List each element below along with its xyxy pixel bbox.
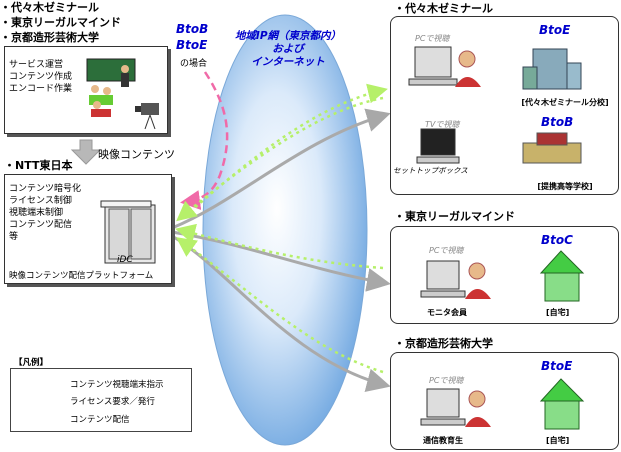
yoyogi-school-label: [提携高等学校] bbox=[537, 182, 593, 191]
lec-title: ・東京リーガルマインド bbox=[394, 210, 515, 223]
kyoto-btoe-label: BtoE bbox=[541, 359, 573, 373]
yoyogi-branch-label: [代々木ゼミナール分校] bbox=[521, 98, 609, 107]
legend-title: 【凡例】 bbox=[14, 358, 49, 368]
kyoto-title: ・京都造形芸術大学 bbox=[394, 337, 493, 350]
content-down-arrow bbox=[70, 139, 102, 165]
lec-illustrations bbox=[420, 250, 585, 302]
yoyogi-tv-label: TVで視聴 bbox=[425, 120, 460, 129]
yoyogi-illustrations bbox=[408, 46, 582, 164]
pink-instruction-arrow bbox=[180, 71, 229, 210]
platform-label: 映像コンテンツ配信プラットフォーム bbox=[9, 271, 154, 281]
legend-item-instruction: コンテンツ視聴端末指示 bbox=[70, 380, 164, 390]
network-line: 地域IP網（東京都内） bbox=[234, 30, 342, 42]
legend-item-license: ライセンス要求／発行 bbox=[70, 397, 155, 407]
provider-list: ・代々木ゼミナール ・東京リーガルマインド ・京都造形芸術大学 bbox=[0, 0, 621, 45]
provider-box: サービス運営 コンテンツ作成 エンコード作業 bbox=[4, 46, 168, 134]
provider-item: ・京都造形芸術大学 bbox=[0, 31, 99, 44]
provider-item: ・代々木ゼミナール bbox=[0, 1, 99, 14]
yoyogi-btob-label: BtoB bbox=[541, 115, 574, 129]
btob-case-note: の場合 bbox=[180, 59, 208, 69]
network-line: および bbox=[272, 43, 304, 55]
legend-box bbox=[10, 368, 192, 432]
lec-home-label: [自宅] bbox=[546, 308, 570, 317]
kyoto-box: PCで視聴 BtoE 通信教育生 [自宅] bbox=[390, 352, 619, 450]
network-line: インターネット bbox=[251, 56, 325, 68]
lec-box: PCで視聴 BtoC モニタ会員 [自宅] bbox=[390, 226, 619, 324]
classroom-illustration bbox=[86, 58, 159, 130]
server-illustration bbox=[100, 200, 156, 264]
yoyogi-pc-label: PCで視聴 bbox=[415, 34, 450, 43]
provider-box-text: サービス運営 コンテンツ作成 エンコード作業 bbox=[9, 60, 73, 94]
ntt-title: ・NTT東日本 bbox=[4, 159, 73, 172]
green-license-kyoto bbox=[175, 237, 384, 374]
lec-pc-label: PCで視聴 bbox=[429, 246, 464, 255]
kyoto-student-label: 通信教育生 bbox=[423, 436, 463, 445]
btoe-label: BtoE bbox=[176, 38, 208, 52]
ntt-box-text: コンテンツ暗号化 ライセンス制御 視聴端末制御 コンテンツ配信 等 bbox=[9, 184, 82, 242]
yoyogi-title: ・代々木ゼミナール bbox=[394, 2, 493, 15]
kyoto-illustrations bbox=[420, 378, 585, 430]
kyoto-pc-label: PCで視聴 bbox=[429, 376, 464, 385]
lec-btoc-label: BtoC bbox=[541, 233, 573, 247]
yoyogi-btoe-label: BtoE bbox=[539, 23, 571, 37]
provider-item: ・東京リーガルマインド bbox=[0, 16, 121, 29]
green-license-yoyogi-return bbox=[189, 83, 388, 213]
green-license-lec bbox=[175, 223, 384, 270]
ntt-box: コンテンツ暗号化 ライセンス制御 視聴端末制御 コンテンツ配信 等 iDC 映像… bbox=[4, 174, 172, 284]
content-arrow-label: 映像コンテンツ bbox=[98, 148, 175, 161]
network-ellipse bbox=[202, 14, 368, 446]
gray-delivery-lec bbox=[171, 230, 391, 292]
settop-label: セットトップボックス bbox=[393, 166, 468, 175]
kyoto-home-label: [自宅] bbox=[546, 436, 570, 445]
btob-label: BtoB bbox=[176, 22, 209, 36]
yoyogi-box: PCで視聴 BtoE [代々木ゼミナール分校] TVで視聴 BtoB セットトッ… bbox=[390, 16, 619, 195]
network-label: 地域IP網（東京都内） および インターネット bbox=[228, 30, 348, 69]
legend-item-delivery: コンテンツ配信 bbox=[70, 415, 130, 425]
lec-member-label: モニタ会員 bbox=[427, 308, 467, 317]
idc-label: iDC bbox=[117, 255, 133, 265]
